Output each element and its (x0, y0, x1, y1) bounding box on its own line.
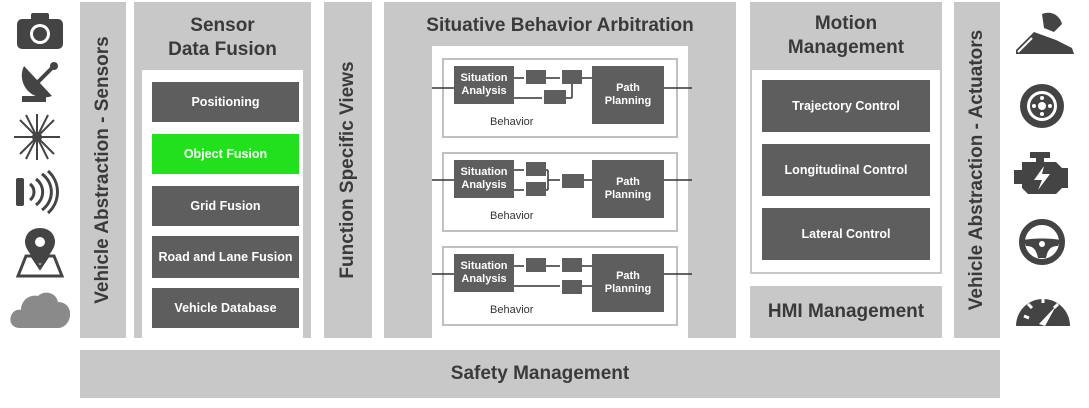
motion-management-title-line1: Motion (814, 13, 878, 34)
hmi-management-box: HMI Management (750, 286, 942, 338)
path-planning-2-line1: Path (616, 176, 640, 188)
object-fusion-box: Object Fusion (152, 134, 299, 174)
vehicle-abstraction-sensors-label: Vehicle Abstraction - Sensors (92, 36, 113, 304)
vehicle-abstraction-actuators-label: Vehicle Abstraction - Actuators (966, 29, 987, 311)
positioning-box: Positioning (152, 82, 299, 122)
sensor-data-fusion-title-line1: Sensor (190, 15, 255, 36)
situation-analysis-3-line2: Analysis (461, 273, 507, 285)
behavior-1-mini-block-b (562, 70, 582, 84)
behavior-label-1: Behavior (490, 116, 534, 128)
vehicle-abstraction-sensors-column: Vehicle Abstraction - Sensors (80, 2, 126, 338)
longitudinal-control-box: Longitudinal Control (762, 144, 930, 196)
motion-management-title-line2: Management (787, 37, 905, 58)
hmi-management-label: HMI Management (767, 301, 925, 322)
motion-management-column: Motion Management Trajectory Control Lon… (750, 2, 942, 274)
cloud-icon (8, 288, 72, 330)
behavior-3-mini-block-a (526, 258, 546, 272)
trajectory-control-box: Trajectory Control (762, 80, 930, 132)
sensor-data-fusion-panel: Positioning Object Fusion Grid Fusion Ro… (142, 70, 303, 338)
function-specific-views-label: Function Specific Views (337, 61, 358, 279)
brake-disc-icon (1018, 82, 1066, 130)
safety-management-label: Safety Management (450, 363, 630, 384)
motion-management-panel: Trajectory Control Longitudinal Control … (752, 70, 940, 272)
radar-dish-icon (18, 58, 62, 104)
path-planning-2-line2: Planning (604, 189, 652, 201)
behavior-3-mini-block-b (562, 258, 582, 272)
map-pin-icon (15, 226, 65, 278)
situation-analysis-1-line1: Situation (460, 72, 508, 84)
behavior-label-2: Behavior (490, 210, 534, 222)
behavior-1-mini-block-c (544, 90, 566, 104)
sensor-data-fusion-title-line2: Data Fusion (168, 39, 277, 60)
situation-analysis-3-line1: Situation (460, 260, 508, 272)
engine-icon (1012, 150, 1074, 196)
speedometer-icon (1014, 288, 1072, 328)
behavior-3-connectors (432, 265, 692, 287)
behavior-2-mini-block-b (526, 182, 546, 196)
grid-fusion-box: Grid Fusion (152, 186, 299, 226)
safety-management-bar: Safety Management (80, 350, 1000, 398)
path-planning-1-line2: Planning (604, 95, 652, 107)
path-planning-3-line2: Planning (604, 283, 652, 295)
vehicle-database-box: Vehicle Database (152, 288, 299, 328)
road-and-lane-fusion-box: Road and Lane Fusion (152, 236, 299, 278)
situative-behavior-arbitration-column: Situative Behavior Arbitration Situation… (384, 2, 736, 338)
function-specific-views-column: Function Specific Views (324, 2, 372, 338)
situation-analysis-2-line2: Analysis (461, 179, 507, 191)
camera-icon (16, 12, 64, 50)
situative-behavior-arbitration-title: Situative Behavior Arbitration (426, 15, 694, 36)
behavior-label-3: Behavior (490, 304, 534, 316)
path-planning-1-line1: Path (616, 82, 640, 94)
lidar-icon (12, 112, 62, 162)
behavior-2-mini-block-c (562, 174, 584, 188)
pedal-icon (1012, 10, 1078, 56)
behavior-2-mini-block-a (526, 162, 546, 176)
lateral-control-box: Lateral Control (762, 208, 930, 260)
situation-analysis-1-line2: Analysis (461, 85, 507, 97)
situation-analysis-2-line1: Situation (460, 166, 508, 178)
sensor-data-fusion-column: Sensor Data Fusion Positioning Object Fu… (134, 2, 311, 338)
path-planning-3-line1: Path (616, 270, 640, 282)
ultrasonic-icon (14, 169, 62, 215)
behavior-3-mini-block-c (562, 280, 582, 294)
steering-wheel-icon (1018, 218, 1066, 266)
vehicle-abstraction-actuators-column: Vehicle Abstraction - Actuators (954, 2, 1000, 338)
behavior-1-mini-block-a (526, 70, 546, 84)
